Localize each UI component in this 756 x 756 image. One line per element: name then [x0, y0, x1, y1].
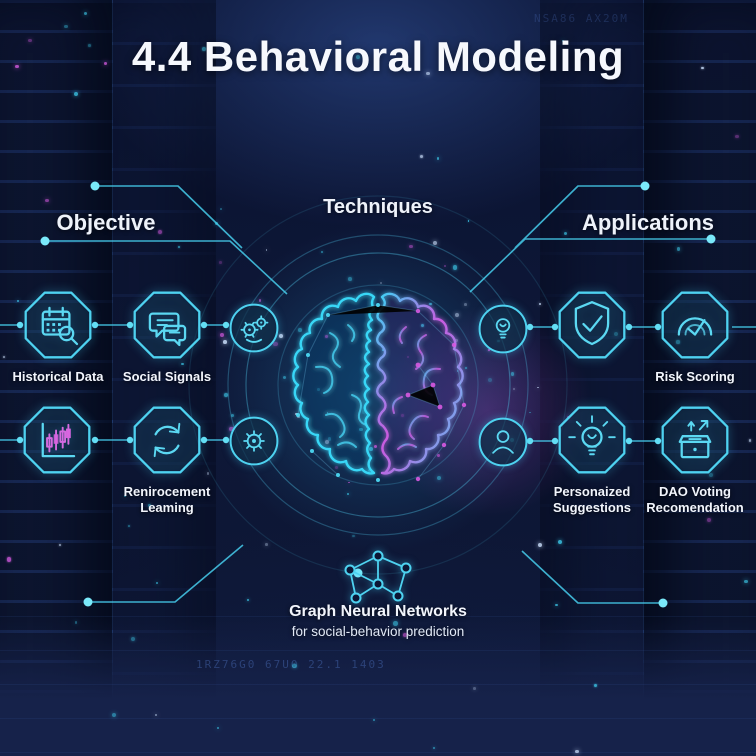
node-label: Renirocement Leaming [123, 484, 211, 516]
particle-dot [214, 221, 219, 225]
particle-dot [45, 198, 49, 203]
particle-dot [83, 11, 87, 15]
candlestick-chart-icon [23, 406, 91, 474]
lightbulb-small-icon [478, 304, 528, 354]
node-label: DAO Voting Recomendation [646, 484, 744, 516]
particle-dot [487, 378, 493, 383]
particle-dot [558, 540, 563, 545]
neural-mesh [296, 303, 467, 482]
particle-dot [373, 719, 376, 722]
footer-title: Graph Neural Networks [289, 603, 467, 620]
particle-dot [528, 411, 531, 414]
node-personalized-suggestions: Personaized Suggestions [553, 402, 631, 515]
particle-dot [409, 244, 414, 249]
node-market-chart [19, 402, 95, 478]
node-dao-voting: DAO Voting Recomendation [646, 402, 744, 515]
node-label: Personaized Suggestions [552, 484, 631, 516]
particle-dot [58, 544, 61, 547]
section-header-applications: Applications [581, 210, 714, 235]
particle-dot [473, 687, 476, 690]
particle-dot [127, 525, 130, 528]
ring-node-automation [227, 414, 281, 468]
particle-dot [537, 543, 542, 548]
neural-brain-icon [292, 292, 467, 482]
particle-dot [555, 603, 558, 606]
particle-dot [64, 24, 68, 29]
particle-dot [177, 245, 181, 249]
particle-dot [156, 582, 159, 585]
ring-node-insight [476, 302, 530, 356]
ballot-box-icon [661, 406, 729, 474]
particle-dot [575, 749, 579, 753]
page-title: 4.4 Behavioral Modeling [131, 33, 625, 80]
node-security [554, 287, 630, 363]
particle-dot [352, 534, 355, 538]
particle-dot [219, 333, 224, 338]
section-header-techniques: Techniques [323, 196, 433, 218]
particle-dot [265, 249, 268, 252]
particle-dot [206, 472, 210, 476]
ring-node-cognition [227, 301, 281, 355]
chat-bubbles-icon [133, 291, 201, 359]
footer-subtitle: for social-behavior prediction [291, 624, 465, 639]
particle-dot [510, 372, 515, 376]
gear-icon [229, 416, 279, 466]
gauge-check-icon [661, 291, 729, 359]
particle-dot [2, 355, 5, 358]
background-code-text-bottom: 1RZ76G0 67U0 22.1 1403 [196, 658, 386, 671]
particle-dot [219, 261, 222, 264]
shield-check-icon [558, 291, 626, 359]
node-label: Social Signals [122, 369, 212, 384]
section-header-objective: Objective [56, 210, 156, 235]
lightbulb-rays-icon [558, 406, 626, 474]
cycle-arrows-icon [133, 406, 201, 474]
person-icon [478, 417, 528, 467]
brain-gears-icon [229, 303, 279, 353]
particle-dot [246, 599, 249, 601]
particle-dot [594, 684, 598, 687]
particle-dot [73, 91, 78, 96]
particle-dot [453, 265, 458, 270]
particle-dot [216, 726, 220, 730]
particle-dot [744, 579, 748, 583]
background-code-text-top: NSA86 AX20M [534, 12, 629, 25]
graph-network-icon [344, 550, 412, 604]
particle-dot [154, 713, 158, 717]
particle-dot [74, 621, 78, 624]
particle-dot [7, 557, 12, 562]
particle-dot [513, 387, 516, 390]
particle-dot [265, 543, 268, 546]
particle-dot [224, 392, 229, 397]
particle-dot [707, 517, 712, 522]
particle-dot [16, 299, 20, 303]
particle-dot [563, 232, 567, 236]
node-historical-data: Historical Data [12, 287, 104, 384]
particle-dot [220, 208, 222, 210]
particle-dot [436, 157, 440, 160]
particle-dot [130, 637, 135, 641]
node-risk-scoring: Risk Scoring [655, 287, 735, 384]
node-social-signals: Social Signals [123, 287, 211, 384]
node-label: Risk Scoring [655, 369, 735, 384]
particle-dot [321, 250, 324, 253]
calendar-search-icon [24, 291, 92, 359]
node-label: Historical Data [12, 369, 104, 384]
particle-dot [467, 220, 470, 222]
particle-dot [443, 265, 447, 268]
particle-dot [292, 663, 297, 668]
particle-dot [537, 386, 539, 389]
particle-dot [432, 747, 435, 750]
particle-dot [419, 155, 423, 159]
particle-dot [432, 241, 437, 246]
particle-dot [112, 713, 117, 718]
ring-node-user [476, 415, 530, 469]
particle-dot [181, 363, 184, 366]
particle-dot [677, 247, 681, 251]
particle-dot [539, 302, 542, 305]
corridor-floor [0, 616, 756, 756]
node-reinforcement-learning: Renirocement Leaming [124, 402, 210, 515]
particle-dot [735, 134, 739, 139]
particle-dot [748, 439, 752, 442]
